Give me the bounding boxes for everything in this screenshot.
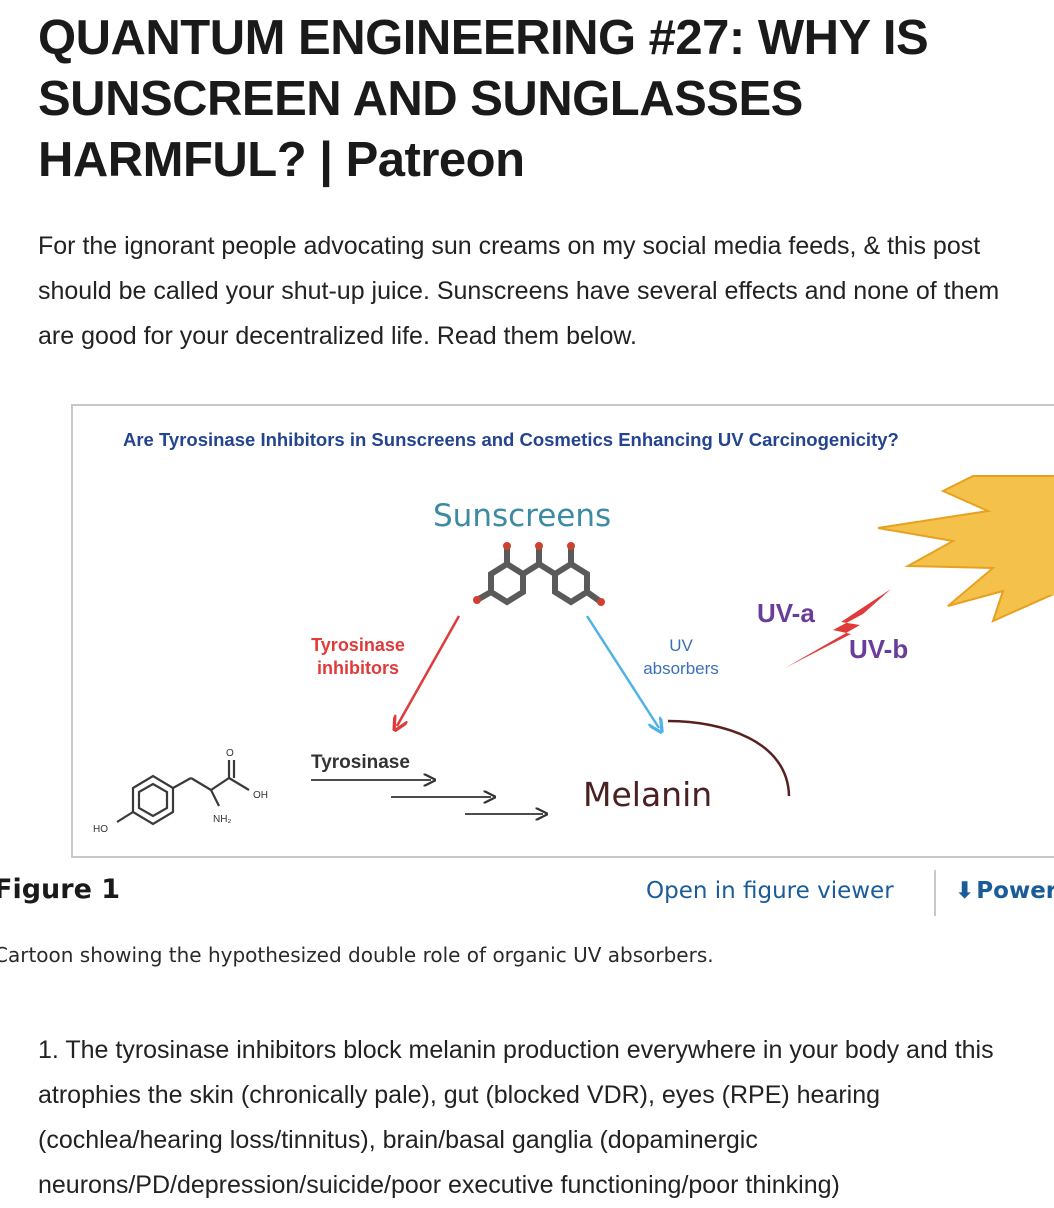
absorbers-label-line2: absorbers bbox=[643, 659, 719, 678]
tyrosinase-label: Tyrosinase bbox=[311, 752, 410, 773]
molecule-oxygen bbox=[597, 598, 605, 606]
tyrosine-nh2-label: NH₂ bbox=[213, 814, 231, 825]
melanin-arc bbox=[667, 719, 791, 797]
uva-label: UV-a bbox=[757, 598, 815, 628]
tyrosine-o-label: O bbox=[226, 748, 234, 759]
download-powerpoint-link[interactable]: ⬇Power bbox=[955, 878, 1054, 904]
sunscreen-molecule bbox=[474, 543, 604, 606]
melanin-label: Melanin bbox=[583, 775, 712, 814]
download-label: Power bbox=[976, 878, 1054, 904]
link-divider bbox=[934, 870, 936, 916]
inhibitors-label-line2: inhibitors bbox=[317, 658, 399, 678]
open-figure-viewer-link[interactable]: Open in figure viewer bbox=[646, 878, 894, 904]
list-item: 1. The tyrosinase inhibitors block melan… bbox=[38, 1036, 994, 1199]
molecule-oxygen bbox=[535, 542, 543, 550]
molecule-oxygen bbox=[473, 596, 481, 604]
figure-banner: Are Tyrosinase Inhibitors in Sunscreens … bbox=[123, 429, 899, 450]
molecule-oxygen bbox=[503, 542, 511, 550]
figure-diagram: Are Tyrosinase Inhibitors in Sunscreens … bbox=[93, 429, 1054, 835]
tyrosine-oh-label: OH bbox=[253, 790, 268, 801]
absorbers-label-line1: UV bbox=[669, 636, 693, 655]
uvb-label: UV-b bbox=[849, 634, 908, 664]
figure-image: Are Tyrosinase Inhibitors in Sunscreens … bbox=[71, 404, 1054, 858]
lightning-icon bbox=[785, 589, 891, 668]
figure-label: Figure 1 bbox=[0, 874, 121, 905]
inhibitors-label-line1: Tyrosinase bbox=[311, 635, 405, 655]
inhibitor-arrow bbox=[397, 615, 461, 726]
tyrosine-ho-label: HO bbox=[93, 824, 108, 835]
tyrosine-molecule bbox=[116, 760, 250, 826]
molecule-oxygen bbox=[567, 542, 575, 550]
figure-caption: Cartoon showing the hypothesized double … bbox=[0, 943, 714, 967]
download-icon: ⬇ bbox=[955, 878, 975, 904]
page-title: QUANTUM ENGINEERING #27: WHY IS SUNSCREE… bbox=[38, 11, 929, 187]
sunscreens-label: Sunscreens bbox=[433, 498, 611, 534]
intro-paragraph: For the ignorant people advocating sun c… bbox=[38, 232, 1000, 350]
absorber-arrow bbox=[585, 615, 659, 728]
sun-icon bbox=[877, 475, 1054, 623]
